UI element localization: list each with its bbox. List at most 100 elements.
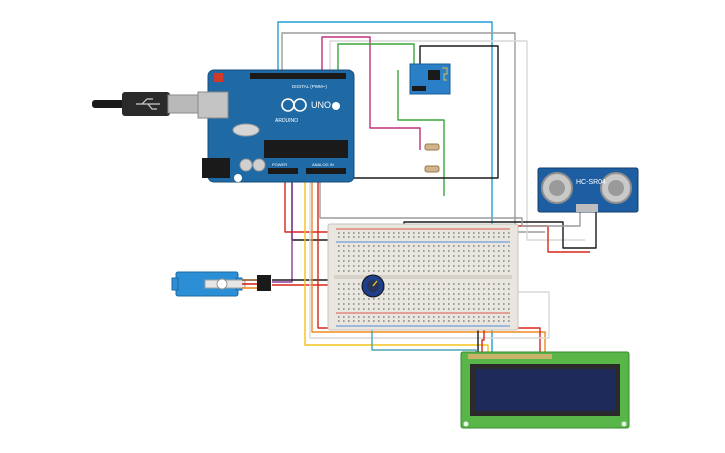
breadboard-hole: [338, 265, 340, 267]
breadboard-hole: [433, 265, 435, 267]
breadboard-hole: [448, 293, 450, 295]
breadboard-hole: [368, 320, 370, 322]
breadboard-hole: [423, 260, 425, 262]
breadboard-hole: [443, 232, 445, 234]
breadboard-hole: [498, 283, 500, 285]
breadboard-hole: [473, 298, 475, 300]
breadboard-hole: [458, 265, 460, 267]
breadboard-hole: [428, 250, 430, 252]
breadboard-hole: [503, 245, 505, 247]
breadboard-hole: [388, 232, 390, 234]
breadboard-hole: [348, 288, 350, 290]
breadboard-hole: [468, 270, 470, 272]
breadboard-hole: [478, 316, 480, 318]
breadboard-hole: [338, 270, 340, 272]
breadboard-hole: [363, 255, 365, 257]
analog-header-label: ANALOG IN: [312, 162, 334, 167]
breadboard-hole: [343, 298, 345, 300]
breadboard-hole: [488, 283, 490, 285]
breadboard-hole: [383, 250, 385, 252]
breadboard-hole: [483, 303, 485, 305]
breadboard-hole: [493, 316, 495, 318]
breadboard-hole: [378, 316, 380, 318]
breadboard-hole: [398, 283, 400, 285]
breadboard-hole: [403, 236, 405, 238]
breadboard-hole: [338, 255, 340, 257]
breadboard-hole: [383, 236, 385, 238]
servo-connector: [257, 275, 271, 291]
breadboard-hole: [463, 255, 465, 257]
breadboard-hole: [383, 308, 385, 310]
breadboard-hole: [338, 232, 340, 234]
breadboard-hole: [338, 260, 340, 262]
breadboard-hole: [418, 303, 420, 305]
breadboard-hole: [483, 236, 485, 238]
wire-blue-top: [277, 21, 493, 352]
breadboard-hole: [433, 308, 435, 310]
breadboard-hole: [478, 303, 480, 305]
breadboard-hole: [348, 283, 350, 285]
breadboard-hole: [393, 298, 395, 300]
breadboard-hole: [393, 255, 395, 257]
breadboard-hole: [488, 288, 490, 290]
wire-purple-servo: [272, 176, 293, 283]
breadboard-hole: [508, 245, 510, 247]
breadboard-hole: [458, 260, 460, 262]
breadboard-hole: [488, 298, 490, 300]
potentiometer: [361, 274, 385, 298]
breadboard-hole: [413, 320, 415, 322]
breadboard-hole: [403, 250, 405, 252]
breadboard-hole: [393, 303, 395, 305]
breadboard-hole: [453, 250, 455, 252]
breadboard-hole: [423, 250, 425, 252]
esp-antenna-icon: [442, 67, 448, 81]
breadboard-hole: [378, 265, 380, 267]
arduino-power-jack: [202, 158, 230, 178]
breadboard-hole: [468, 303, 470, 305]
breadboard-hole: [458, 250, 460, 252]
breadboard-hole: [338, 320, 340, 322]
breadboard-hole: [508, 260, 510, 262]
breadboard-hole: [493, 293, 495, 295]
breadboard-hole: [443, 303, 445, 305]
breadboard-hole: [418, 288, 420, 290]
breadboard-hole: [468, 232, 470, 234]
breadboard-hole: [388, 308, 390, 310]
breadboard-hole: [508, 298, 510, 300]
breadboard-hole: [408, 288, 410, 290]
breadboard-hole: [483, 320, 485, 322]
breadboard-hole: [373, 250, 375, 252]
arduino-brand-label: ARDUINO: [275, 118, 298, 124]
breadboard-hole: [408, 270, 410, 272]
breadboard-hole: [493, 298, 495, 300]
wire-white-right: [329, 40, 585, 241]
breadboard-hole: [398, 250, 400, 252]
breadboard-hole: [508, 255, 510, 257]
breadboard-hole: [423, 255, 425, 257]
breadboard-hole: [363, 316, 365, 318]
breadboard-hole: [338, 245, 340, 247]
breadboard-hole: [493, 265, 495, 267]
breadboard-hole: [428, 232, 430, 234]
breadboard-hole: [388, 250, 390, 252]
breadboard-hole: [458, 320, 460, 322]
breadboard-hole: [448, 260, 450, 262]
breadboard-hole: [503, 303, 505, 305]
breadboard-hole: [498, 320, 500, 322]
breadboard-hole: [468, 255, 470, 257]
breadboard-hole: [403, 265, 405, 267]
power-header-label: POWER: [272, 162, 287, 167]
breadboard-hole: [383, 293, 385, 295]
breadboard-hole: [353, 232, 355, 234]
breadboard-hole: [343, 270, 345, 272]
breadboard-hole: [478, 293, 480, 295]
breadboard-hole: [488, 265, 490, 267]
breadboard-hole: [438, 293, 440, 295]
breadboard-hole: [413, 298, 415, 300]
breadboard-hole: [478, 232, 480, 234]
breadboard-hole: [443, 316, 445, 318]
breadboard-hole: [373, 308, 375, 310]
mount-hole-2: [234, 174, 242, 182]
breadboard-hole: [428, 260, 430, 262]
breadboard-hole: [398, 232, 400, 234]
